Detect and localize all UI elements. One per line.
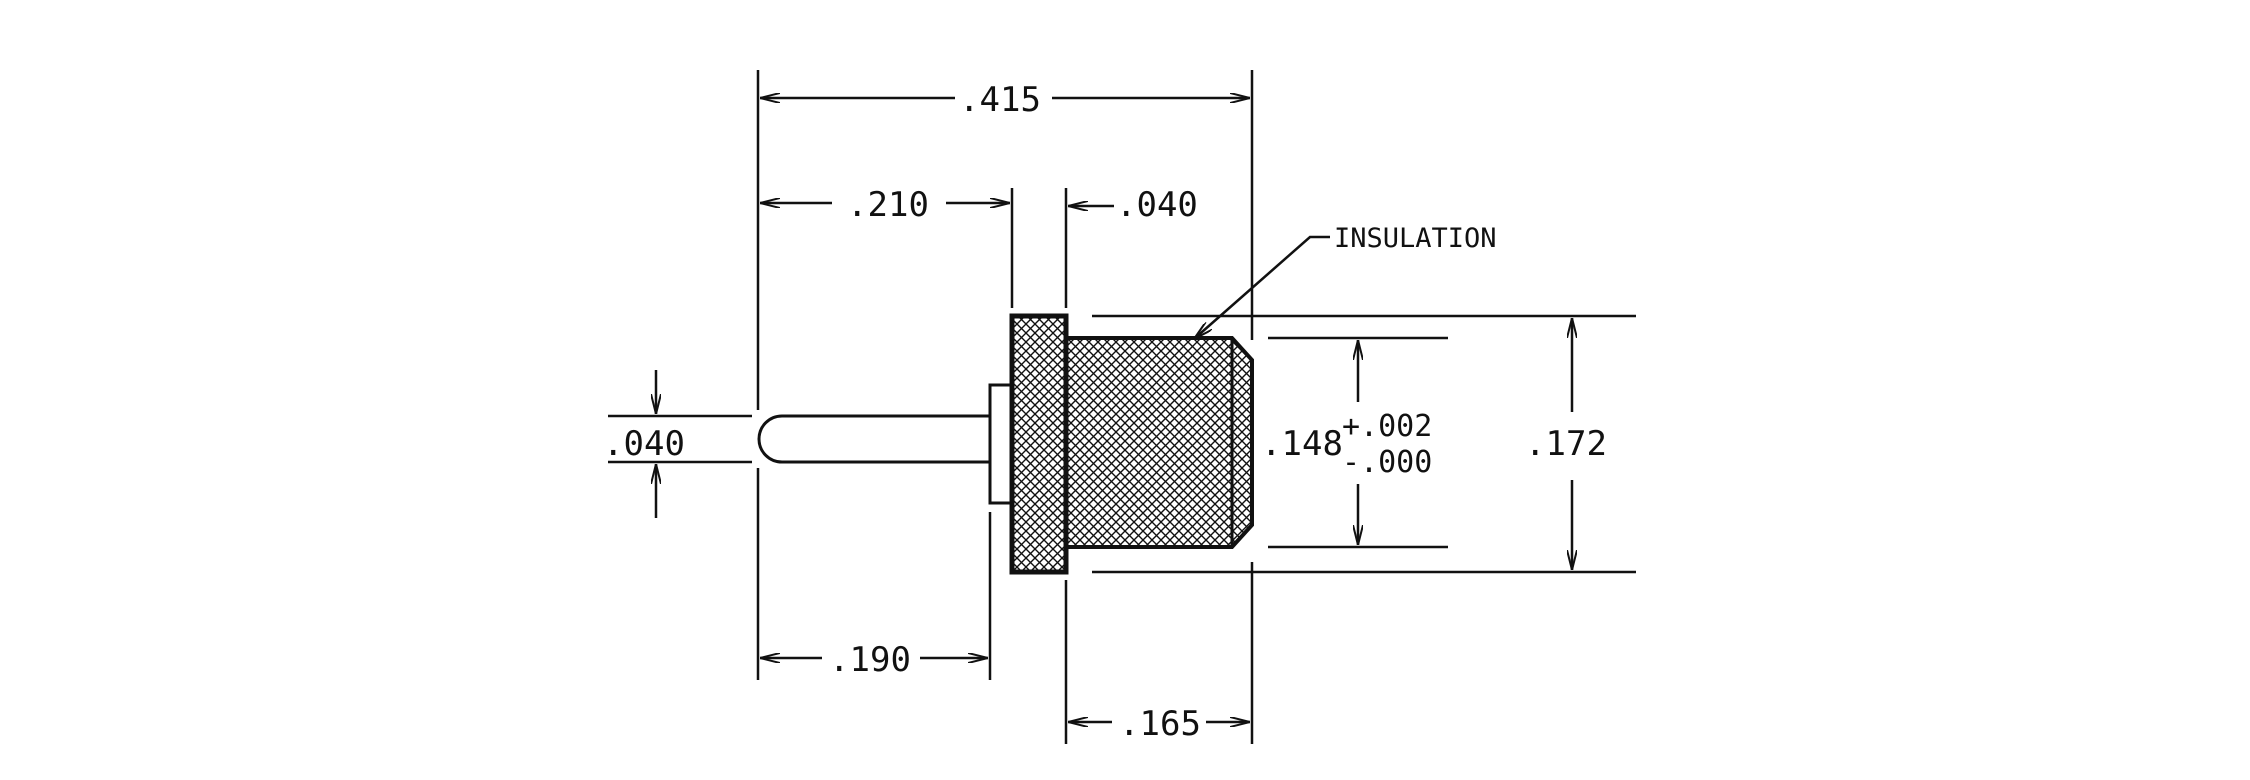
part-body	[757, 313, 1254, 575]
insulation-label: INSULATION	[1334, 223, 1497, 254]
dim-insulation-tol-minus: -.000	[1342, 445, 1432, 480]
dim-outer-diameter: .172	[1525, 424, 1607, 464]
dim-pin-diameter: .040	[603, 424, 685, 464]
dim-insulation-tol-plus: +.002	[1342, 409, 1432, 444]
dim-insulation-diameter: .148	[1261, 424, 1343, 464]
insulation-body	[1064, 336, 1254, 549]
dim-pin-to-flange: .210	[847, 185, 929, 225]
extension-lines	[608, 70, 1636, 744]
dim-flange-thickness: .040	[1116, 185, 1198, 225]
dim-insulation-length: .165	[1119, 704, 1201, 744]
dim-pin-length: .190	[829, 640, 911, 680]
dimension-lines	[656, 98, 1572, 722]
pin-shoulder	[988, 383, 1014, 505]
dim-overall-length: .415	[959, 80, 1041, 120]
pin	[757, 414, 990, 464]
flange	[1009, 313, 1069, 575]
